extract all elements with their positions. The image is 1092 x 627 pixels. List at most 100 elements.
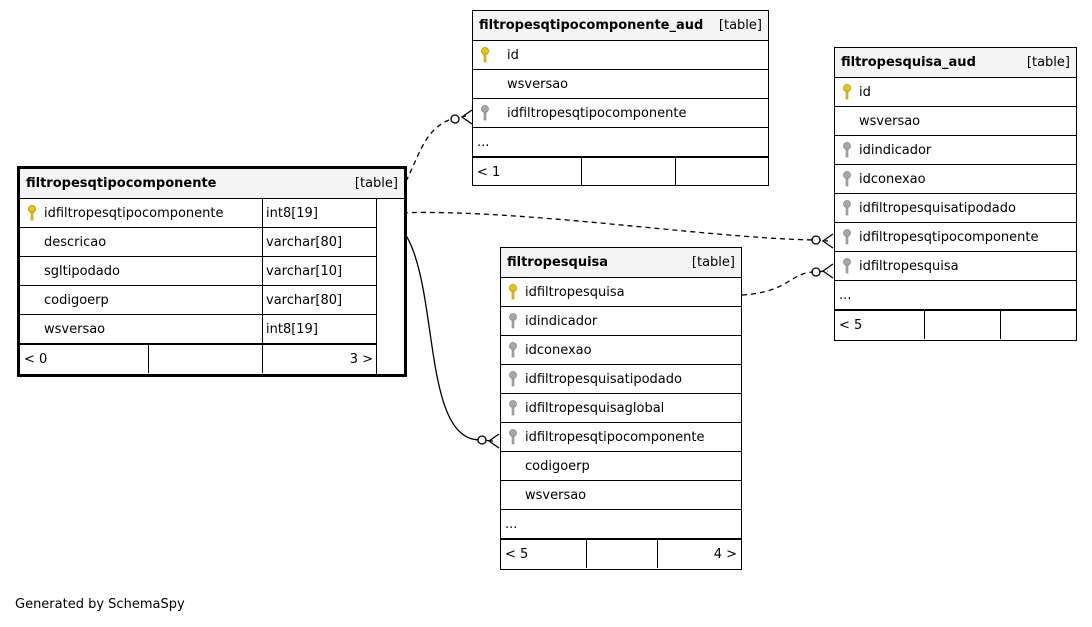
foreign-key-icon xyxy=(843,171,851,187)
more-columns-row: ... xyxy=(835,281,1076,310)
column-row: idfiltropesquisa xyxy=(501,278,741,307)
column-type: varchar[80] xyxy=(262,228,377,256)
column-name: idindicador xyxy=(525,313,598,329)
column-name: id xyxy=(507,47,519,63)
primary-key-icon xyxy=(509,284,517,300)
more-columns: ... xyxy=(839,287,852,303)
column-name: idfiltropesquisatipodado xyxy=(525,371,682,387)
children-count xyxy=(675,158,768,186)
column-name: wsversao xyxy=(507,76,569,92)
footer-mid xyxy=(581,158,675,186)
column-row: codigoerp varchar[80] xyxy=(20,286,377,315)
table-filtropesquisa-aud[interactable]: filtropesquisa_aud [table] id wsversao i… xyxy=(834,47,1077,341)
column-name: idfiltropesquisa xyxy=(859,258,959,274)
column-name: idfiltropesqtipocomponente xyxy=(859,229,1039,245)
column-name: idfiltropesqtipocomponente xyxy=(44,205,224,221)
column-row: idfiltropesqtipocomponente xyxy=(501,423,741,452)
table-header: filtropesquisa [table] xyxy=(501,248,741,278)
crowfoot-aud xyxy=(460,109,473,125)
table-header: filtropesqtipocomponente_aud [table] xyxy=(473,11,768,41)
crowfoot-pesquisa-aud-b xyxy=(821,263,834,279)
column-row: idconexao xyxy=(835,165,1076,194)
foreign-key-icon xyxy=(509,313,517,329)
table-name: filtropesquisa_aud xyxy=(841,55,976,70)
children-count: 3 > xyxy=(262,345,377,373)
table-name: filtropesqtipocomponente_aud xyxy=(479,18,704,33)
parents-count: < 0 xyxy=(24,351,48,367)
foreign-key-icon xyxy=(481,105,489,121)
generated-by-label: Generated by SchemaSpy xyxy=(15,597,185,612)
table-filtropesqtipocomponente-aud[interactable]: filtropesqtipocomponente_aud [table] id … xyxy=(472,10,769,186)
column-row: idfiltropesqtipocomponente xyxy=(473,99,768,128)
crowfoot-circle-pesquisa-aud-a xyxy=(811,235,821,245)
crowfoot-circle-pesquisa xyxy=(477,435,487,445)
foreign-key-icon xyxy=(509,371,517,387)
table-filtropesquisa[interactable]: filtropesquisa [table] idfiltropesquisa … xyxy=(500,247,742,570)
footer-mid xyxy=(148,345,262,373)
column-name: descricao xyxy=(44,234,107,250)
column-row: id xyxy=(473,41,768,70)
more-columns: ... xyxy=(477,134,490,150)
table-header: filtropesqtipocomponente [table] xyxy=(20,169,404,199)
column-row: idindicador xyxy=(501,307,741,336)
column-name: wsversao xyxy=(525,487,587,503)
foreign-key-icon xyxy=(843,258,851,274)
column-name: idindicador xyxy=(859,142,932,158)
foreign-key-icon xyxy=(509,400,517,416)
footer-mid xyxy=(586,540,657,568)
primary-key-icon xyxy=(843,84,851,100)
table-filtropesqtipocomponente[interactable]: filtropesqtipocomponente [table] idfiltr… xyxy=(17,166,407,377)
column-row: idfiltropesqtipocomponente xyxy=(835,223,1076,252)
column-name: idconexao xyxy=(859,171,926,187)
column-row: wsversao xyxy=(835,107,1076,136)
primary-key-icon xyxy=(481,47,489,63)
column-row: codigoerp xyxy=(501,452,741,481)
column-row: id xyxy=(835,78,1076,107)
children-count xyxy=(1000,311,1076,339)
table-type: [table] xyxy=(718,18,762,33)
column-name: sgltipodado xyxy=(44,263,120,279)
foreign-key-icon xyxy=(509,429,517,445)
column-row: sgltipodado varchar[10] xyxy=(20,257,377,286)
table-type: [table] xyxy=(691,255,735,270)
table-footer: < 5 xyxy=(835,310,1076,339)
column-row: wsversao int8[19] xyxy=(20,315,377,344)
column-name: codigoerp xyxy=(44,292,109,308)
column-name: wsversao xyxy=(44,321,106,337)
column-name: codigoerp xyxy=(525,458,590,474)
column-row: idfiltropesqtipocomponente int8[19] xyxy=(20,199,377,228)
column-name: idfiltropesqtipocomponente xyxy=(525,429,705,445)
column-name: idfiltropesquisaglobal xyxy=(525,400,665,416)
foreign-key-icon xyxy=(509,342,517,358)
more-columns: ... xyxy=(505,516,518,532)
parents-count: < 5 xyxy=(839,317,863,333)
table-type: [table] xyxy=(1026,55,1070,70)
foreign-key-icon xyxy=(843,200,851,216)
parents-count: < 5 xyxy=(505,546,529,562)
column-row: idfiltropesquisaglobal xyxy=(501,394,741,423)
column-row: descricao varchar[80] xyxy=(20,228,377,257)
more-columns-row: ... xyxy=(473,128,768,157)
column-name: idfiltropesquisatipodado xyxy=(859,200,1016,216)
column-row: wsversao xyxy=(473,70,768,99)
column-row: wsversao xyxy=(501,481,741,510)
foreign-key-icon xyxy=(843,142,851,158)
footer-mid xyxy=(924,311,1000,339)
primary-key-icon xyxy=(28,205,36,221)
parents-count: < 1 xyxy=(477,164,501,180)
table-type: [table] xyxy=(354,176,398,191)
crowfoot-pesquisa-aud-a xyxy=(821,233,834,249)
crowfoot-pesquisa xyxy=(487,433,500,449)
column-row: idfiltropesquisa xyxy=(835,252,1076,281)
column-type: varchar[80] xyxy=(262,286,377,314)
foreign-key-icon xyxy=(843,229,851,245)
table-footer: < 1 xyxy=(473,157,768,186)
column-name: idfiltropesqtipocomponente xyxy=(507,105,687,121)
column-type: int8[19] xyxy=(262,315,377,343)
column-type: varchar[10] xyxy=(262,257,377,285)
more-columns-row: ... xyxy=(501,510,741,539)
table-header: filtropesquisa_aud [table] xyxy=(835,48,1076,78)
link-to-filtropesquisa-aud-tipocomp xyxy=(375,211,829,242)
column-name: idconexao xyxy=(525,342,592,358)
